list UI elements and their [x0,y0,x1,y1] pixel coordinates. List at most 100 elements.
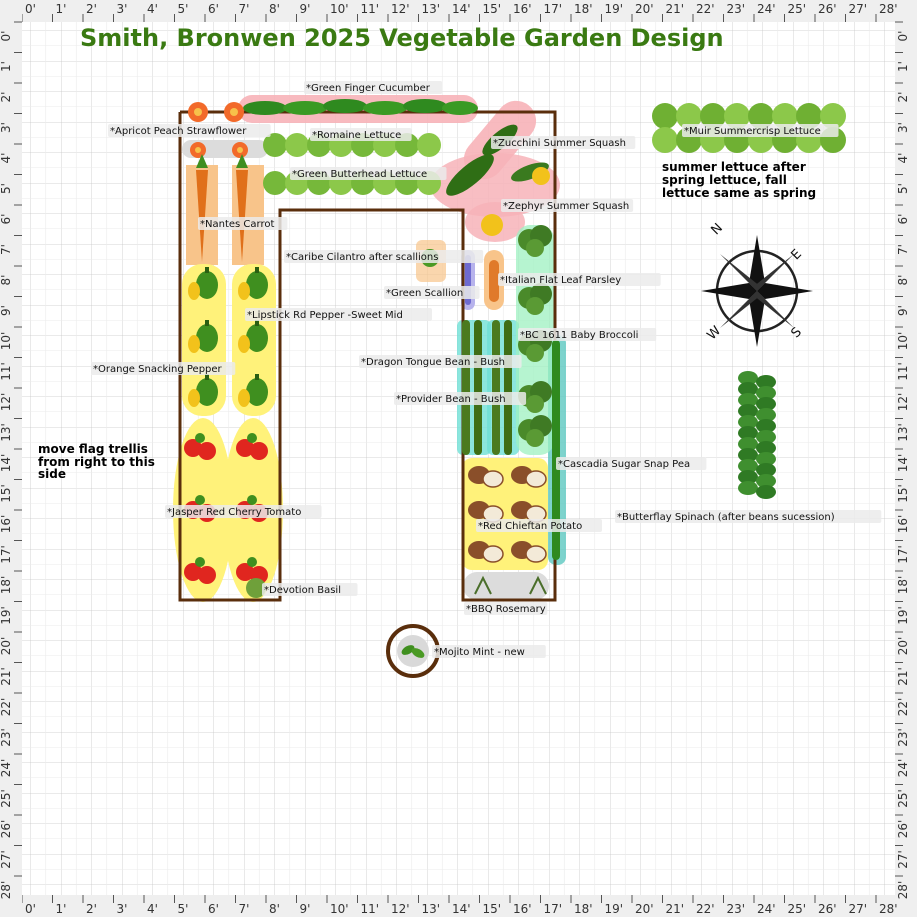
ruler-bottom-label: 9' [300,902,311,916]
ruler-top-label: 22' [696,2,715,16]
label-zephyr: *Zephyr Summer Squash [503,201,629,212]
ruler-bottom-label: 2' [86,902,97,916]
ruler-bottom-label: 7' [239,902,250,916]
ruler-left-label: 17' [0,545,13,564]
ruler-left-label: 14' [0,454,13,473]
mint-icon [397,635,429,667]
ruler-top-label: 15' [483,2,502,16]
ruler-bottom-label: 11' [361,902,380,916]
ruler-top-label: 25' [788,2,807,16]
ruler-top-label: 6' [208,2,219,16]
ruler-bottom-label: 23' [727,902,746,916]
label-carrot: *Nantes Carrot [200,219,274,230]
ruler-left-label: 23' [0,728,13,747]
label-orange-pepper: *Orange Snacking Pepper [93,364,223,375]
ruler-left-label: 2' [0,92,13,103]
ruler-top-label: 3' [117,2,128,16]
ruler-bottom-label: 24' [757,902,776,916]
ruler-left-label: 8' [0,275,13,286]
ruler-left-label: 5' [0,183,13,194]
ruler-left-label: 10' [0,332,13,351]
ruler-top-label: 5' [178,2,189,16]
label-lipstick: *Lipstick Rd Pepper -Sweet Mid [247,310,403,321]
ruler-left-label: 26' [0,820,13,839]
ruler-top-label: 21' [666,2,685,16]
ruler-right-label: 22' [896,698,910,717]
label-broccoli: *BC 1611 Baby Broccoli [520,330,638,341]
ruler-bottom-label: 15' [483,902,502,916]
ruler-right-label: 3' [896,122,910,133]
ruler-right-label: 27' [896,850,910,869]
pepper-icons [188,267,268,407]
ruler-left-label: 6' [0,214,13,225]
ruler-left-label: 11' [0,362,13,381]
ruler-top-label: 11' [361,2,380,16]
ruler-top-label: 27' [849,2,868,16]
ruler-top-label: 8' [269,2,280,16]
ruler-top-label: 23' [727,2,746,16]
bean-icons [462,320,512,455]
ruler-bottom-label: 14' [452,902,471,916]
ruler-top-label: 19' [605,2,624,16]
compass-rose: N E S W [701,221,813,347]
ruler-bottom-label: 6' [208,902,219,916]
ruler-right-label: 5' [896,183,910,194]
note-summer-lettuce: summer lettuce after spring lettuce, fal… [662,160,816,200]
label-rosemary: *BBQ Rosemary [466,604,546,615]
ruler-bottom-label: 21' [666,902,685,916]
label-muir: *Muir Summercrisp Lettuce [684,126,821,137]
ruler-top-label: 20' [635,2,654,16]
ruler-bottom-label: 20' [635,902,654,916]
ruler-top-label: 9' [300,2,311,16]
ruler-top-label: 0' [25,2,36,16]
ruler-right-label: 26' [896,820,910,839]
ruler-left-label: 0' [0,31,13,42]
snap-pea-icon [552,340,560,560]
ruler-right-label: 10' [896,332,910,351]
label-snap-pea: *Cascadia Sugar Snap Pea [558,459,690,470]
label-cucumber: *Green Finger Cucumber [306,83,431,94]
label-provider-bean: *Provider Bean - Bush [396,394,506,405]
ruler-top-label: 28' [879,2,898,16]
ruler-left-label: 4' [0,153,13,164]
label-butterhead: *Green Butterhead Lettuce [292,169,427,180]
ruler-left-label: 3' [0,122,13,133]
label-spinach: *Butterflay Spinach (after beans sucessi… [617,512,835,523]
ruler-right-label: 11' [896,362,910,381]
ruler-right-label: 25' [896,789,910,808]
label-dragon-bean: *Dragon Tongue Bean - Bush [361,357,505,368]
ruler-right-label: 16' [896,515,910,534]
ruler-right-label: 12' [896,393,910,412]
ruler-right-label: 4' [896,153,910,164]
ruler-right-label: 19' [896,606,910,625]
ruler-right-label: 20' [896,637,910,656]
label-romaine: *Romaine Lettuce [312,130,401,141]
ruler-left-label: 15' [0,484,13,503]
basil-icon [246,578,266,598]
ruler-bottom-label: 25' [788,902,807,916]
ruler-right-label: 2' [896,92,910,103]
bottom-ruler [0,895,917,917]
ruler-bottom-label: 3' [117,902,128,916]
ruler-top-label: 4' [147,2,158,16]
note-flag-trellis: move flag trellis from right to this sid… [38,442,159,481]
ruler-right-label: 6' [896,214,910,225]
ruler-left-label: 16' [0,515,13,534]
ruler-right-label: 0' [896,31,910,42]
ruler-top-label: 7' [239,2,250,16]
ruler-left-label: 1' [0,61,13,72]
ruler-bottom-label: 26' [818,902,837,916]
ruler-left-label: 22' [0,698,13,717]
label-tomato: *Jasper Red Cherry Tomato [167,507,301,518]
ruler-top-label: 14' [452,2,471,16]
ruler-right-label: 28' [896,881,910,900]
ruler-right-label: 9' [896,305,910,316]
rosemary-zone [463,572,549,600]
right-ruler [895,0,917,917]
ruler-top-label: 12' [391,2,410,16]
ruler-right-label: 21' [896,667,910,686]
ruler-left-label: 20' [0,637,13,656]
page-title: Smith, Bronwen 2025 Vegetable Garden Des… [80,24,724,52]
rosemary-icons [474,575,547,595]
